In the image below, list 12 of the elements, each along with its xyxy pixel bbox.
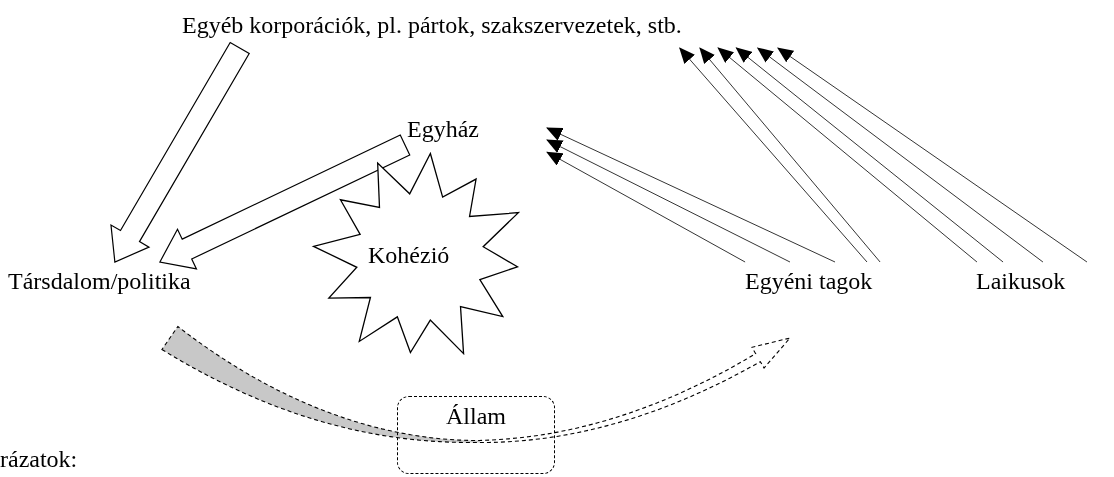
node-label: Laikusok xyxy=(976,267,1066,296)
dashed-rounded-box xyxy=(397,396,555,474)
note-text: rázatok: xyxy=(0,445,78,474)
curved-block-arrow xyxy=(161,325,792,444)
node-label: Egyéb korporációk, pl. pártok, szakszervezetek, stb. xyxy=(182,11,682,40)
block-arrow xyxy=(159,134,411,270)
node-label: Állam xyxy=(445,402,507,431)
node-label: Kohézió xyxy=(368,241,450,270)
node-label: Egyéni tagok xyxy=(745,267,873,296)
node-label: Egyház xyxy=(407,115,479,144)
block-arrow xyxy=(110,41,251,263)
node-label: Társdalom/politika xyxy=(8,267,191,296)
